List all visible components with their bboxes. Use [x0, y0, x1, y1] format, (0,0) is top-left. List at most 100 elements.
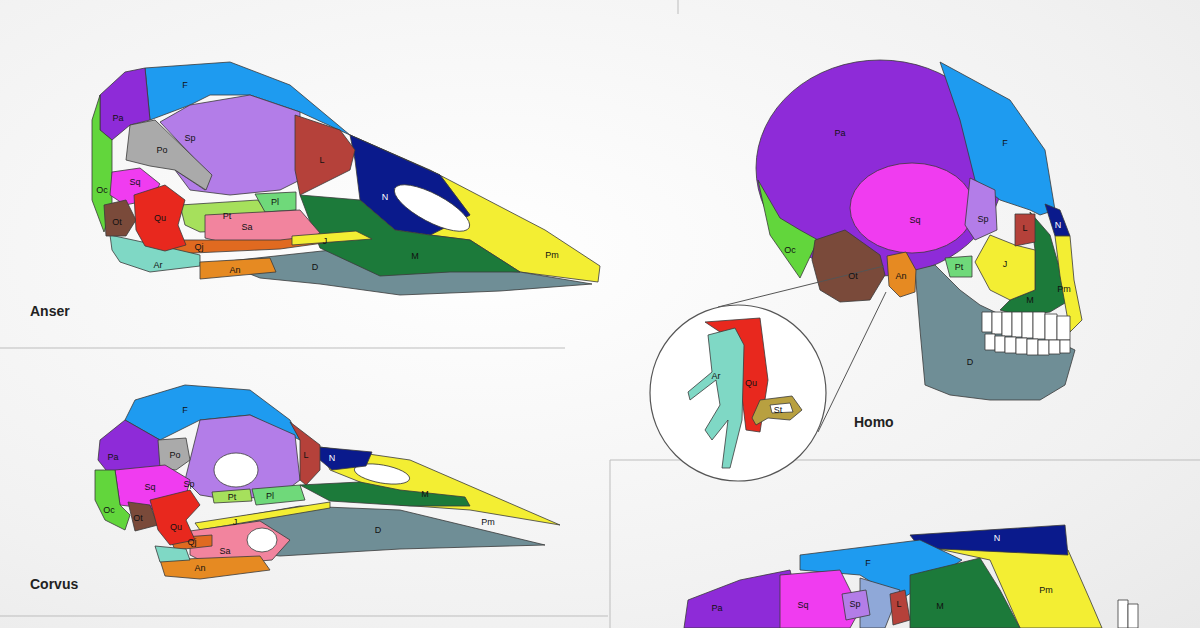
bone-label: J	[233, 517, 238, 527]
bone-label: Sp	[183, 479, 194, 489]
bone-label: Pl	[271, 197, 279, 207]
human-skull	[650, 60, 1082, 481]
bone-label: Po	[169, 450, 180, 460]
bone-label: Sa	[219, 546, 230, 556]
bone-shape	[1002, 312, 1012, 336]
bone-label: M	[421, 489, 429, 499]
bone-shape	[1033, 312, 1045, 339]
bone-label: Sq	[144, 482, 155, 492]
bone-shape	[1022, 312, 1033, 338]
bone-label: D	[967, 357, 974, 367]
bone-label: Qu	[745, 378, 757, 388]
bone-shape	[1049, 340, 1060, 354]
bone-shape	[887, 252, 916, 297]
bone-shape	[104, 200, 136, 236]
bone-shape	[150, 490, 200, 545]
bone-shape	[212, 489, 252, 503]
bone-shape	[1005, 337, 1016, 353]
bone-label: Pa	[711, 603, 722, 613]
bone-shape	[650, 305, 826, 481]
bone-label: Pt	[223, 211, 232, 221]
bone-shape	[812, 230, 885, 302]
bone-shape	[850, 163, 974, 253]
bone-label: Pa	[112, 113, 123, 123]
leader-line	[718, 266, 884, 307]
bone-label: N	[382, 192, 389, 202]
bone-shape	[975, 235, 1035, 300]
bone-shape	[758, 180, 818, 278]
bone-shape	[95, 470, 130, 530]
bone-shape	[965, 178, 997, 240]
bone-shape	[1016, 338, 1027, 354]
bone-label: Sq	[909, 215, 920, 225]
leader-line	[0, 616, 608, 617]
species-name: Corvus	[30, 576, 78, 592]
bone-shape	[388, 176, 475, 240]
bone-label: J	[323, 236, 328, 246]
bone-label: St	[774, 405, 783, 415]
bone-label: M	[411, 251, 419, 261]
bone-shape	[890, 590, 910, 625]
bone-label: Sp	[184, 133, 195, 143]
bone-shape	[214, 453, 258, 487]
bone-label: Sa	[241, 222, 252, 232]
bone-label: Pm	[545, 250, 559, 260]
bone-shape	[688, 328, 744, 468]
bone-label: An	[229, 265, 240, 275]
bone-shape	[1060, 340, 1070, 353]
bone-label: Ot	[112, 217, 122, 227]
bone-shape	[318, 447, 372, 470]
bone-label: Ar	[712, 371, 721, 381]
bone-label: L	[303, 450, 308, 460]
bone-label: F	[1002, 138, 1008, 148]
bone-label: Ar	[154, 260, 163, 270]
bone-label: L	[896, 599, 901, 609]
bone-shape	[200, 258, 276, 279]
bone-label: F	[182, 80, 188, 90]
bone-label: D	[312, 262, 319, 272]
bone-shape	[1045, 314, 1057, 340]
bone-shape	[155, 546, 190, 562]
bone-label: Pt	[228, 492, 237, 502]
bone-shape	[290, 422, 320, 485]
bone-label: An	[194, 563, 205, 573]
bone-label: Oc	[103, 505, 115, 515]
goose-skull	[92, 62, 600, 295]
bone-label: Pm	[1039, 585, 1053, 595]
bone-label: Qj	[195, 242, 204, 252]
bone-label: Oc	[784, 245, 796, 255]
bone-shape	[1118, 600, 1128, 628]
bone-label: Sq	[129, 177, 140, 187]
bone-label: Sq	[797, 600, 808, 610]
bone-label: F	[182, 405, 188, 415]
bone-shape	[1038, 340, 1049, 355]
leader-line	[610, 460, 611, 628]
bone-shape	[1128, 604, 1138, 628]
bone-label: Qu	[154, 213, 166, 223]
species-name: Anser	[30, 303, 70, 319]
bone-label: Oc	[96, 185, 108, 195]
bone-shape	[1027, 339, 1038, 355]
bone-label: Qj	[188, 537, 197, 547]
bone-shape	[247, 528, 277, 552]
bone-shape	[985, 334, 995, 350]
bone-shape	[134, 185, 186, 251]
crow-skull	[95, 385, 560, 579]
bone-label: J	[1003, 259, 1008, 269]
bone-shape	[752, 396, 802, 425]
bone-label: Ot	[848, 271, 858, 281]
bone-shape	[295, 115, 355, 195]
bone-label: Po	[156, 145, 167, 155]
species-name: Homo	[854, 414, 894, 430]
bone-shape	[252, 485, 305, 505]
bone-shape	[945, 256, 972, 277]
bone-label: M	[1026, 295, 1034, 305]
bone-label: Pm	[1057, 284, 1071, 294]
bone-shape	[255, 192, 296, 212]
bone-shape	[126, 120, 212, 190]
bone-shape	[982, 312, 992, 332]
bone-label: An	[895, 271, 906, 281]
bone-label: Sp	[977, 214, 988, 224]
bone-label: Pt	[955, 262, 964, 272]
